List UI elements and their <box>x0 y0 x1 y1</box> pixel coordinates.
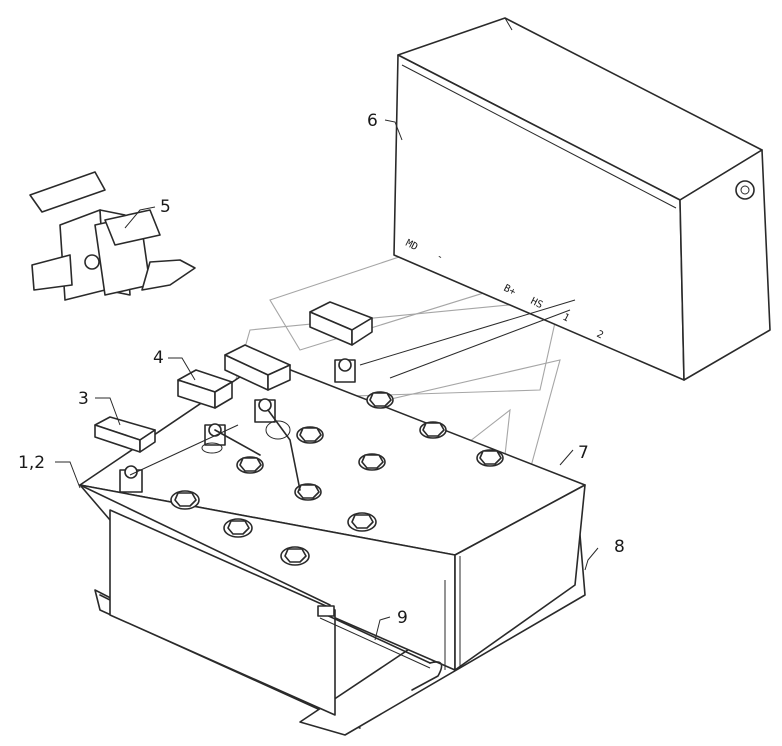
terminal-clamps <box>119 358 356 493</box>
callout-5: 5 <box>160 197 171 217</box>
control-box <box>393 17 771 381</box>
battery-block <box>79 359 586 716</box>
callout-4: 4 <box>153 348 164 368</box>
leader-lines <box>55 119 599 641</box>
callout-9: 9 <box>397 608 408 628</box>
terminal-hs-label: HS <box>529 296 545 311</box>
terminal-1-label: 1 <box>561 312 571 325</box>
battery-caps <box>170 391 504 566</box>
terminal-minus-label: - <box>435 251 445 264</box>
wires <box>129 299 576 476</box>
callout-1-2: 1,2 <box>18 453 45 473</box>
tie-rod <box>317 605 443 691</box>
terminal-b-plus-label: B+ <box>502 283 518 298</box>
terminal-2-label: 2 <box>595 329 605 342</box>
box-terminal-labels: MD - B+ HS 1 2 <box>404 238 605 342</box>
terminal-covers <box>94 301 373 453</box>
callout-3: 3 <box>78 389 89 409</box>
callout-6: 6 <box>367 111 378 131</box>
callout-labels: 1,2 3 4 5 6 7 8 9 <box>18 111 625 628</box>
callout-7: 7 <box>578 443 589 463</box>
callout-8: 8 <box>614 537 625 557</box>
battery-switch <box>29 171 196 301</box>
terminal-md-label: MD <box>404 238 420 253</box>
